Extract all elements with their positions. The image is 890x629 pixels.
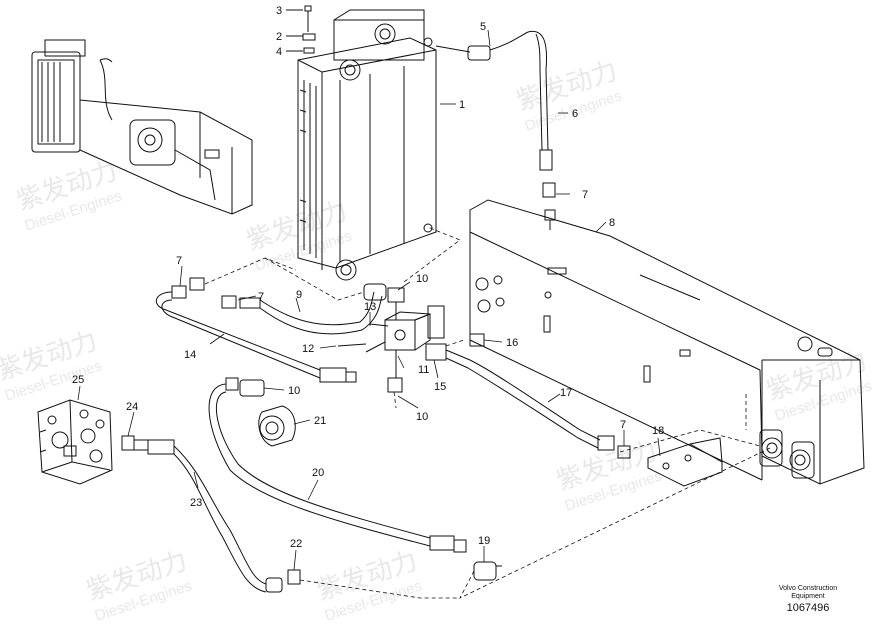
hose-17 <box>445 349 631 459</box>
callout-numbers: 1 2 3 4 5 6 7 7 7 7 8 9 10 10 10 11 12 1… <box>72 5 664 550</box>
callout-17: 17 <box>560 387 572 399</box>
callout-10-c: 10 <box>416 411 428 423</box>
callout-12: 12 <box>302 343 314 355</box>
elbow-fitting <box>473 561 502 581</box>
callout-6: 6 <box>572 108 578 120</box>
callout-21: 21 <box>314 415 326 427</box>
hose-9 <box>189 277 387 335</box>
callout-7-d: 7 <box>620 419 626 431</box>
callout-7-c: 7 <box>258 291 264 303</box>
callout-9: 9 <box>296 289 302 301</box>
callout-5: 5 <box>480 21 486 33</box>
overview-thumbnail <box>31 39 253 215</box>
callout-11: 11 <box>418 364 429 376</box>
callout-10-b: 10 <box>288 385 300 397</box>
hydraulic-pump <box>37 399 113 485</box>
callout-13: 13 <box>364 301 376 313</box>
callout-10-a: 10 <box>416 273 428 285</box>
mounting-bracket <box>647 437 723 487</box>
watermark: 紫发动力 Diesel-Engines <box>313 545 424 625</box>
oil-cooler <box>297 9 437 281</box>
callout-18: 18 <box>652 425 664 437</box>
caption-line-1: Volvo Construction <box>778 585 838 592</box>
callout-7-b: 7 <box>176 255 182 267</box>
dashed-connections <box>204 227 771 599</box>
callout-2: 2 <box>276 31 282 43</box>
hose-20 <box>208 377 467 553</box>
hose-23 <box>121 435 301 593</box>
callout-19: 19 <box>478 535 490 547</box>
watermark: 紫发动力 Diesel-Engines <box>83 545 194 625</box>
watermarks: 紫发动力 Diesel-Engines 紫发动力 Diesel-Engines … <box>0 55 874 625</box>
callout-3: 3 <box>276 5 282 17</box>
callout-4: 4 <box>276 46 282 58</box>
watermark: 紫发动力 Diesel-Engines <box>13 155 124 235</box>
hose-14 <box>155 285 357 383</box>
callout-8: 8 <box>609 217 615 229</box>
watermark: 紫发动力 Diesel-Engines <box>513 55 624 135</box>
watermark: 紫发动力 Diesel-Engines <box>553 435 664 515</box>
caption-line-2: Equipment <box>791 593 825 600</box>
callout-20: 20 <box>312 467 324 479</box>
drawing-number: 1067496 <box>786 602 830 614</box>
hydraulic-tank <box>469 199 865 485</box>
callout-1: 1 <box>459 99 465 111</box>
valve-block <box>337 287 485 393</box>
watermark: 紫发动力 Diesel-Engines <box>0 325 104 405</box>
bolt-assembly <box>286 5 316 54</box>
leader-lines <box>77 29 661 571</box>
callout-14: 14 <box>184 349 196 361</box>
callout-16: 16 <box>506 337 518 349</box>
callout-22: 22 <box>290 538 302 550</box>
fan-motor <box>258 405 296 447</box>
callout-24: 24 <box>126 401 138 413</box>
callout-25: 25 <box>72 374 84 386</box>
caption-company: Volvo Construction Equipment <box>768 585 848 601</box>
callout-23: 23 <box>190 497 202 509</box>
hose-upper-right <box>435 30 556 230</box>
callout-15: 15 <box>434 381 446 393</box>
callout-7-a: 7 <box>582 189 588 201</box>
